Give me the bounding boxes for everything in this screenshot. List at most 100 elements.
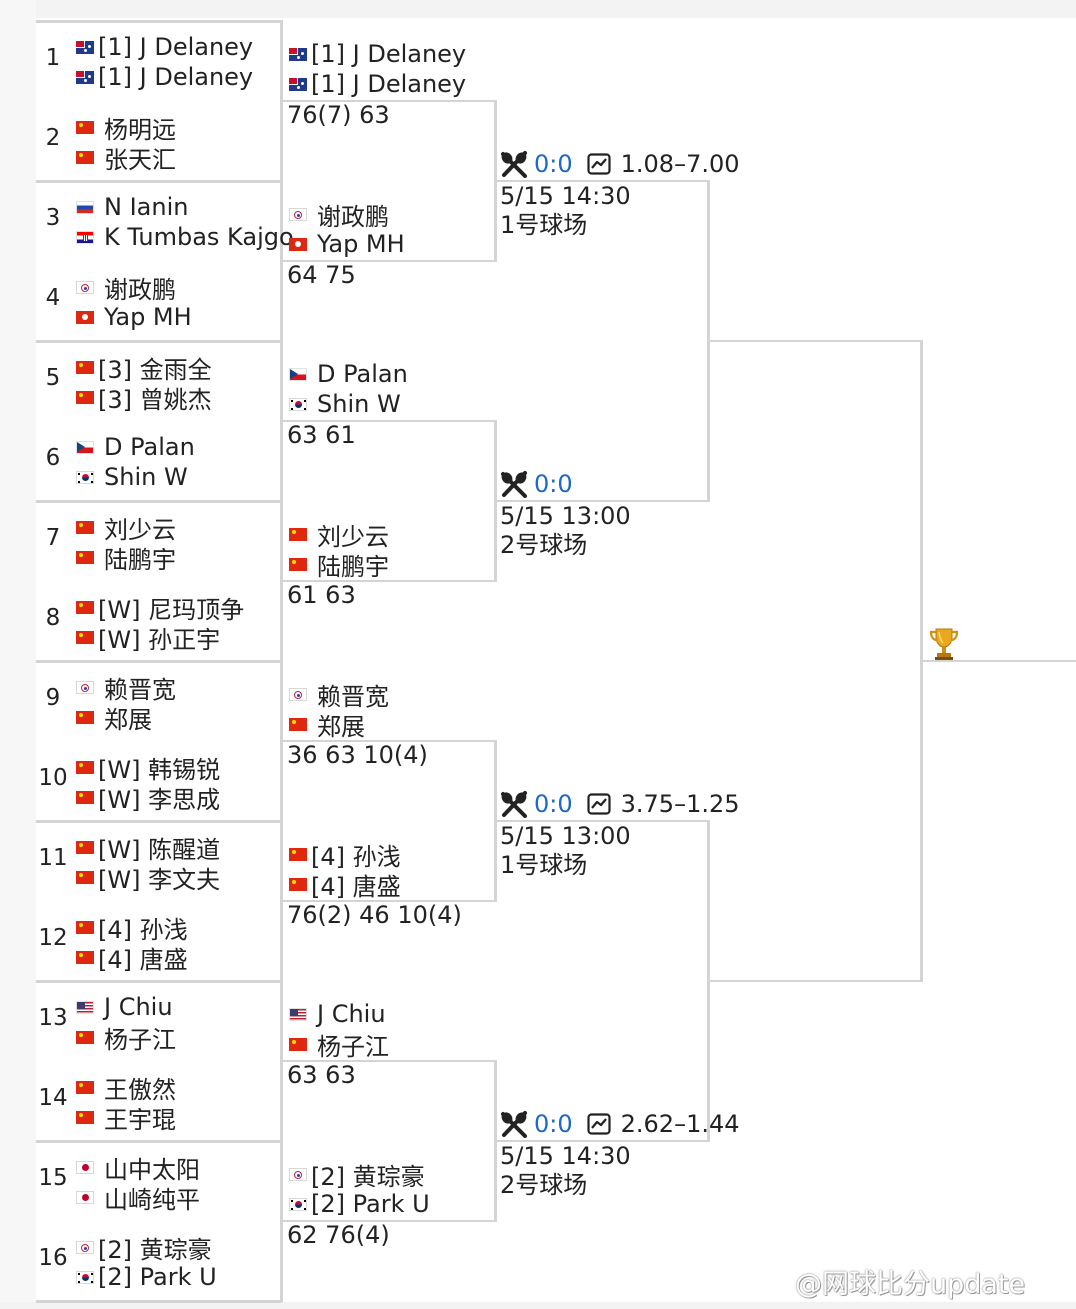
match-score: 76(2) 46 10(4) — [287, 901, 462, 929]
player-row[interactable]: [2] 黄琮豪 — [76, 1232, 212, 1264]
player-name: [1] J Delaney — [98, 63, 254, 91]
player-name: 张天汇 — [104, 145, 176, 174]
match-score: 61 63 — [287, 581, 356, 609]
head-to-head[interactable]: 0:0 — [534, 1110, 573, 1138]
player-name: K Tumbas Kajgo — [104, 223, 294, 251]
round2-line — [283, 1220, 496, 1222]
player-row[interactable]: [W] 陈醒道 — [76, 832, 220, 864]
player-row[interactable]: J Chiu — [289, 999, 386, 1029]
player-row[interactable]: [2] Park U — [76, 1262, 217, 1292]
flag-tpe-icon — [76, 1240, 94, 1254]
player-row[interactable]: [W] 李思成 — [76, 782, 220, 814]
player-row[interactable]: Yap MH — [76, 302, 192, 332]
player-name: 赖晋宽 — [104, 675, 176, 704]
round2-line — [283, 580, 496, 582]
flag-cn-icon — [289, 877, 307, 891]
player-row[interactable]: Yap MH — [289, 229, 405, 259]
player-row[interactable]: 郑展 — [289, 709, 365, 741]
flag-cn-icon — [76, 390, 94, 404]
player-row[interactable]: 陆鹏宇 — [289, 549, 389, 581]
match-time: 5/15 14:30 — [500, 1142, 631, 1170]
player-name: 王傲然 — [104, 1075, 176, 1104]
semi-line — [709, 980, 921, 982]
flag-tpe-icon — [289, 687, 307, 701]
player-row[interactable]: 王宇琨 — [76, 1102, 176, 1134]
player-name: Shin W — [317, 390, 401, 418]
player-row[interactable]: 郑展 — [76, 702, 152, 734]
flag-cn-icon — [76, 600, 94, 614]
flag-tpe-icon — [76, 280, 94, 294]
player-row[interactable]: [1] J Delaney — [76, 62, 253, 92]
player-row[interactable]: [3] 金雨全 — [76, 352, 212, 384]
match-info[interactable]: 0:0 — [500, 470, 587, 498]
player-row[interactable]: 赖晋宽 — [76, 672, 176, 704]
player-row[interactable]: [4] 唐盛 — [289, 869, 401, 901]
flag-cn-icon — [289, 717, 307, 731]
flag-hr-icon — [76, 230, 94, 244]
match-odds: 2.62–1.44 — [620, 1110, 740, 1138]
flag-cn-icon — [76, 840, 94, 854]
player-name: J Chiu — [104, 993, 173, 1021]
player-name: D Palan — [104, 433, 195, 461]
player-row[interactable]: N Ianin — [76, 192, 188, 222]
player-row[interactable]: [W] 韩锡锐 — [76, 752, 221, 784]
match-time: 5/15 13:00 — [500, 822, 631, 850]
player-name: [3] 金雨全 — [98, 355, 212, 384]
head-to-head[interactable]: 0:0 — [534, 470, 573, 498]
player-row[interactable]: 谢政鹏 — [289, 199, 389, 231]
player-row[interactable]: [3] 曾姚杰 — [76, 382, 212, 414]
player-row[interactable]: 刘少云 — [76, 512, 176, 544]
quarter-vertical-line — [707, 820, 710, 1142]
flag-cn-icon — [76, 520, 94, 534]
seed-number: 10 — [38, 765, 68, 791]
player-row[interactable]: D Palan — [76, 432, 195, 462]
player-row[interactable]: 山中太阳 — [76, 1152, 200, 1184]
player-name: [W] 韩锡锐 — [98, 755, 221, 784]
player-name: 陆鹏宇 — [104, 545, 176, 574]
head-to-head[interactable]: 0:0 — [534, 150, 573, 178]
player-row[interactable]: [1] J Delaney — [289, 39, 466, 69]
player-row[interactable]: 张天汇 — [76, 142, 176, 174]
head-to-head[interactable]: 0:0 — [534, 790, 573, 818]
player-row[interactable]: 山崎纯平 — [76, 1182, 200, 1214]
player-row[interactable]: [W] 孙正宇 — [76, 622, 221, 654]
player-row[interactable]: 王傲然 — [76, 1072, 176, 1104]
flag-cn-icon — [289, 557, 307, 571]
player-row[interactable]: [2] 黄琮豪 — [289, 1159, 425, 1191]
player-row[interactable]: D Palan — [289, 359, 408, 389]
round2-line — [283, 100, 496, 102]
player-row[interactable]: [W] 尼玛顶争 — [76, 592, 244, 624]
trophy-icon — [929, 628, 959, 660]
player-row[interactable]: K Tumbas Kajgo — [76, 222, 294, 252]
player-row[interactable]: J Chiu — [76, 992, 173, 1022]
player-name: [2] 黄琮豪 — [98, 1235, 212, 1264]
player-row[interactable]: [W] 李文夫 — [76, 862, 220, 894]
round2-vertical-line — [494, 740, 497, 902]
player-row[interactable]: 杨子江 — [289, 1029, 389, 1061]
player-row[interactable]: 杨子江 — [76, 1022, 176, 1054]
player-row[interactable]: 刘少云 — [289, 519, 389, 551]
player-row[interactable]: [2] Park U — [289, 1189, 430, 1219]
player-name: [W] 孙正宇 — [98, 625, 221, 654]
seed-number: 13 — [38, 1005, 68, 1031]
seed-number: 4 — [45, 285, 61, 311]
player-row[interactable]: [4] 孙浅 — [76, 912, 188, 944]
player-row[interactable]: 陆鹏宇 — [76, 542, 176, 574]
match-info[interactable]: 0:0 2.62–1.44 — [500, 1110, 740, 1138]
player-row[interactable]: [1] J Delaney — [289, 69, 466, 99]
player-row[interactable]: [4] 孙浅 — [289, 839, 401, 871]
divider-line — [36, 820, 282, 823]
player-row[interactable]: 谢政鹏 — [76, 272, 176, 304]
player-row[interactable]: 杨明远 — [76, 112, 176, 144]
player-name: [1] J Delaney — [98, 33, 254, 61]
flag-cn-icon — [76, 790, 94, 804]
player-row[interactable]: Shin W — [289, 389, 401, 419]
player-row[interactable]: Shin W — [76, 462, 188, 492]
player-row[interactable]: [1] J Delaney — [76, 32, 253, 62]
flag-au-icon — [76, 70, 94, 84]
player-row[interactable]: 赖晋宽 — [289, 679, 389, 711]
seed-number: 9 — [45, 685, 61, 711]
player-row[interactable]: [4] 唐盛 — [76, 942, 188, 974]
